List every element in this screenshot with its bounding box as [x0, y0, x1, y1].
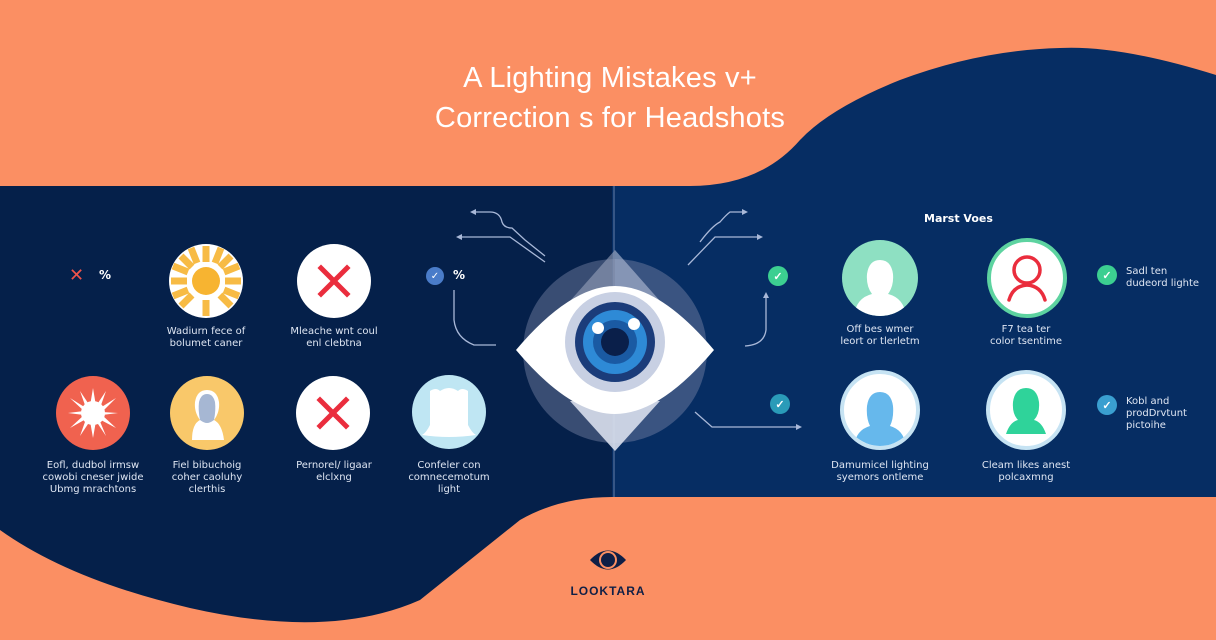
teal-check-icon: ✓ [1097, 395, 1117, 415]
correction-caption-2: F7 tea ter color tsentime [989, 324, 1063, 347]
mistake-caption-3: Eofl, dudbol irmsw cowobi cneser jwide U… [42, 460, 144, 495]
person-outline-icon [987, 238, 1067, 318]
mistake-caption-1: Wadiurn fece of bolumet caner [166, 326, 246, 349]
eye-logo-icon [588, 543, 628, 577]
section-title: Marst Voes [924, 212, 993, 225]
eye-icon [510, 246, 720, 456]
green-check-icon: ✓ [1097, 265, 1117, 285]
title-line-2: Correction s for Headshots [434, 102, 786, 134]
brand-name: LOOKTARA [570, 584, 646, 598]
person-silhouette-icon [170, 376, 244, 450]
percent-mark: % [453, 268, 466, 282]
mistake-caption-5: Pernorel/ ligaar elclxng [296, 460, 372, 483]
mistake-caption-4: Fiel bibuchoig coher caoluhy clerthis [171, 460, 243, 495]
red-x-icon: ✕ [69, 265, 85, 286]
page-title: A Lighting Mistakes v+ Correction s for … [380, 58, 840, 138]
starburst-icon [56, 376, 130, 450]
person-silhouette-icon [986, 370, 1066, 450]
correction-caption-1: Off bes wmer leort or tlerletm [840, 324, 920, 347]
sun-icon [169, 244, 243, 318]
correction-caption-4: Cleam likes anest polcaxmng [981, 460, 1071, 483]
side-note-1: Sadl ten dudeord lighte [1126, 266, 1200, 289]
person-silhouette-icon [840, 370, 920, 450]
red-x-icon [297, 244, 371, 318]
correction-caption-3: Damumicel lighting syemors ontleme [831, 460, 929, 483]
title-line-1: A Lighting Mistakes v+ [463, 62, 757, 94]
blank-portrait-icon [412, 375, 486, 449]
mistake-caption-6: Confeler con comnecemotum light [408, 460, 490, 495]
mistake-caption-2: Mleache wnt coul enl clebtna [290, 326, 378, 349]
teal-check-icon: ✓ [770, 394, 790, 414]
blue-check-icon: ✓ [426, 267, 444, 285]
red-x-icon [296, 376, 370, 450]
right-connector-lines [687, 211, 800, 428]
side-note-2: Kobl and prodDrvtunt pictoihe [1126, 396, 1187, 431]
left-connector-lines [453, 211, 546, 346]
green-check-icon: ✓ [768, 266, 788, 286]
person-silhouette-icon [842, 240, 918, 316]
percent-mark: % [99, 268, 112, 282]
